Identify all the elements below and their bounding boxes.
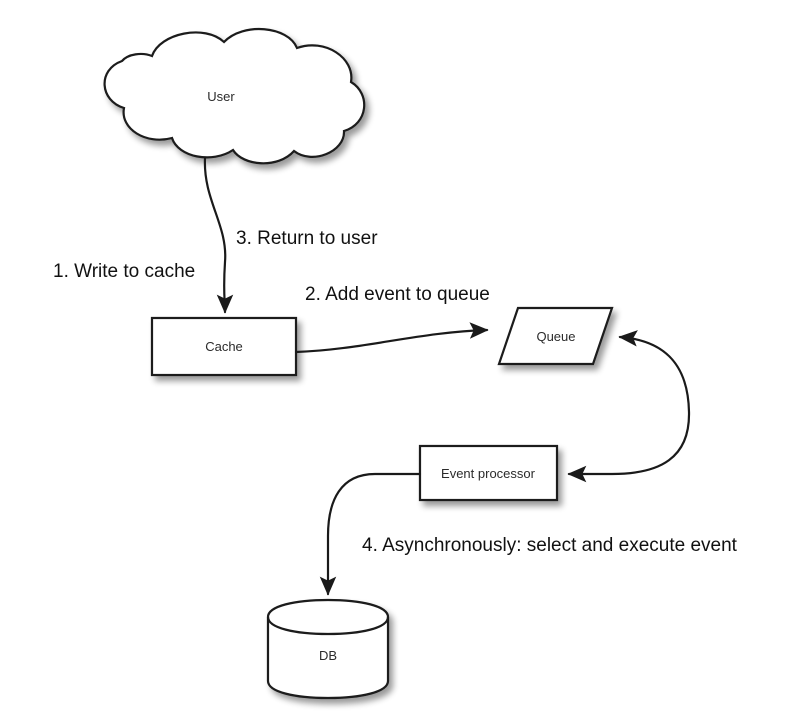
cloud-shape bbox=[104, 29, 365, 164]
cache-outline bbox=[150, 316, 298, 377]
edge-event-processor-to-db[interactable] bbox=[319, 472, 422, 596]
cloud-outline bbox=[103, 28, 366, 165]
node-label-event-processor: Event processor bbox=[441, 466, 536, 481]
db-top-ellipse bbox=[266, 616, 390, 636]
node-event-processor[interactable] bbox=[418, 444, 559, 502]
edge-queue-to-event-processor[interactable] bbox=[567, 330, 691, 483]
step-label-3: 3. Return to user bbox=[236, 228, 378, 249]
step-label-1: 1. Write to cache bbox=[53, 261, 195, 282]
node-label-db: DB bbox=[319, 648, 337, 663]
node-label-queue: Queue bbox=[536, 329, 575, 344]
step-label-4: 4. Asynchronously: select and execute ev… bbox=[362, 535, 738, 556]
node-cache[interactable] bbox=[150, 316, 298, 377]
cache-shape bbox=[152, 318, 296, 375]
edge-user-to-cache[interactable] bbox=[203, 156, 234, 314]
node-label-cache: Cache bbox=[205, 339, 243, 354]
node-db[interactable] bbox=[266, 598, 390, 700]
db-shape bbox=[268, 600, 388, 698]
node-user[interactable] bbox=[103, 28, 366, 165]
node-label-user: User bbox=[207, 89, 235, 104]
edge-cache-to-queue[interactable] bbox=[294, 322, 489, 354]
step-label-2: 2. Add event to queue bbox=[305, 284, 490, 305]
db-body-outline bbox=[266, 598, 390, 700]
event-processor-shape bbox=[420, 446, 557, 500]
